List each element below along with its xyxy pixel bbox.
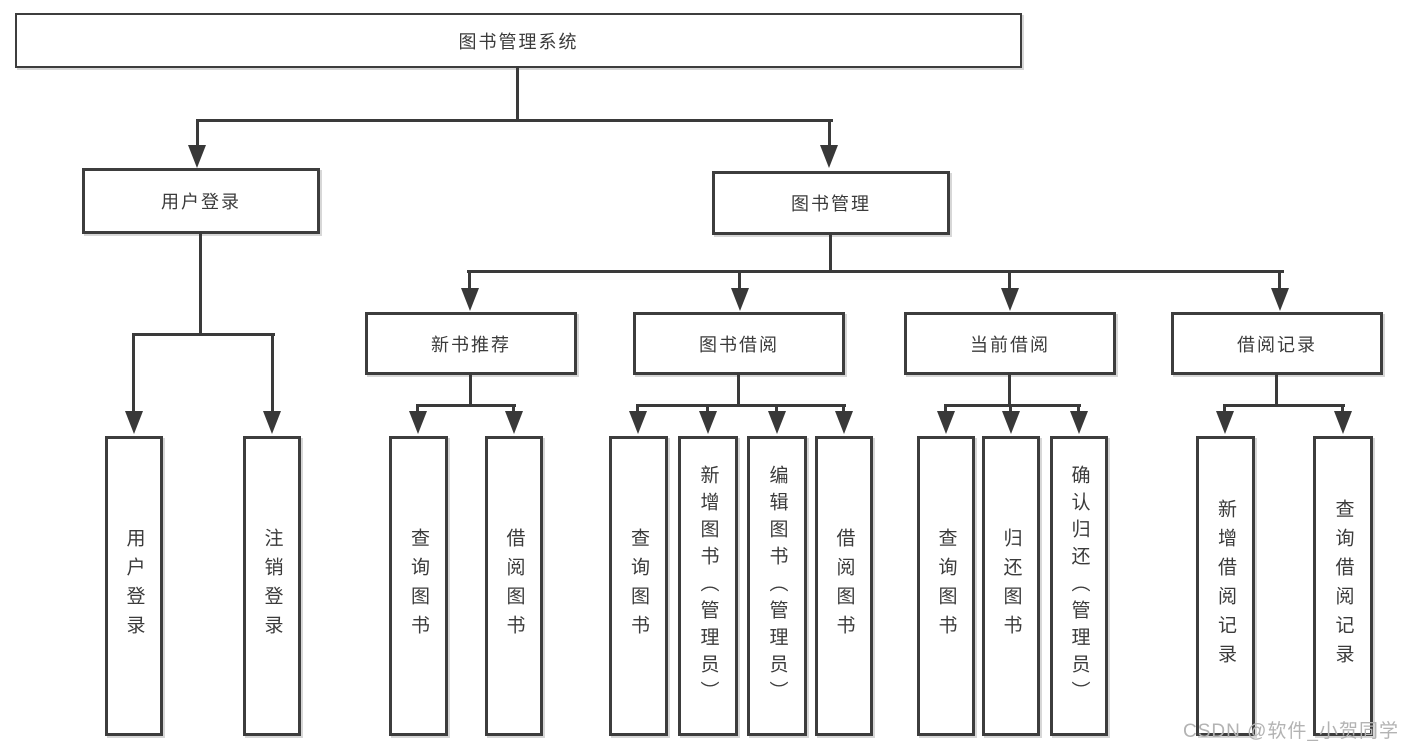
connector-new-books-stem [469,373,472,407]
node-borrow-records-label: 借阅记录 [1237,334,1317,355]
node-book-management: 图书管理 [712,171,950,235]
leaf-records-query-record: 查询借阅记录 [1313,436,1373,736]
arrow-down-icon [1070,411,1088,434]
connector-to-current-borrow-stem [1008,270,1011,290]
csdn-watermark: CSDN @软件_小贺同学 [1183,721,1399,742]
connector-to-book-borrow-stem [738,270,741,290]
connector-current-borrow-stem [1008,373,1011,407]
connector-user-login-stem [199,232,202,336]
connector-leaf-stem [842,404,845,414]
connector-leaf-stem [1341,404,1344,414]
arrow-down-icon [731,288,749,311]
connector-leaf-stem [1009,404,1012,414]
leaf-borrow-edit-books-admin: 编辑图书（管理员） [747,436,807,736]
node-library-management-system: 图书管理系统 [15,13,1022,68]
arrow-down-icon [1001,288,1019,311]
leaf-user-login: 用户登录 [105,436,163,736]
connector-book-mgmt-stem [829,233,832,273]
connector-borrow-records-bus [1223,404,1345,407]
arrow-down-icon [768,411,786,434]
leaf-records-add-record: 新增借阅记录 [1196,436,1255,736]
leaf-borrow-add-books-admin-label: 新增图书（管理员） [697,464,719,708]
connector-to-leaf-user-login-stem [132,333,135,413]
leaf-current-confirm-return-admin-label: 确认归还（管理员） [1068,464,1090,708]
arrow-down-icon [1334,411,1352,434]
arrow-down-icon [461,288,479,311]
leaf-records-add-record-label: 新增借阅记录 [1215,499,1236,673]
connector-book-mgmt-bus [467,270,1284,273]
node-book-management-label: 图书管理 [791,194,871,214]
node-book-borrowing-label: 图书借阅 [699,334,779,355]
connector-user-login-bus [132,333,275,336]
connector-to-new-books-stem [468,270,471,290]
connector-root-to-book-mgmt-stem [828,119,831,147]
leaf-user-login-label: 用户登录 [123,528,145,644]
leaf-records-query-record-label: 查询借阅记录 [1332,499,1354,673]
arrow-down-icon [699,411,717,434]
connector-leaf-stem [944,404,947,414]
connector-leaf-stem [636,404,639,414]
connector-leaf-stem [1077,404,1080,414]
arrow-down-icon [937,411,955,434]
leaf-current-query-books-label: 查询图书 [935,528,957,644]
node-new-book-recommend-label: 新书推荐 [431,334,511,355]
connector-borrow-records-stem [1275,373,1278,407]
leaf-borrow-borrow-books-label: 借阅图书 [833,528,855,644]
node-borrow-records: 借阅记录 [1171,312,1383,375]
node-user-login: 用户登录 [82,168,320,234]
connector-new-books-bus [416,404,516,407]
connector-book-borrow-bus [636,404,846,407]
connector-leaf-stem [775,404,778,414]
connector-book-borrow-stem [737,373,740,407]
connector-leaf-stem [512,404,515,414]
connector-root-bus [196,119,833,122]
node-new-book-recommend: 新书推荐 [365,312,577,375]
connector-to-borrow-records-stem [1278,270,1281,290]
leaf-borrow-query-books-label: 查询图书 [628,528,649,644]
leaf-borrow-edit-books-admin-label: 编辑图书（管理员） [766,464,788,708]
leaf-current-confirm-return-admin: 确认归还（管理员） [1050,436,1108,736]
arrow-down-icon [125,411,143,434]
connector-leaf-stem [1223,404,1226,414]
node-current-borrowing-label: 当前借阅 [970,334,1050,355]
leaf-current-query-books: 查询图书 [917,436,975,736]
node-current-borrowing: 当前借阅 [904,312,1116,375]
connector-root-stem [516,66,519,120]
arrow-down-icon [188,145,206,168]
node-library-management-system-label: 图书管理系统 [458,31,579,52]
leaf-logout-label: 注销登录 [261,528,283,644]
leaf-recommend-borrow-books: 借阅图书 [485,436,543,736]
leaf-logout: 注销登录 [243,436,301,736]
connector-to-leaf-logout-stem [271,333,274,413]
leaf-borrow-borrow-books: 借阅图书 [815,436,873,736]
arrow-down-icon [263,411,281,434]
connector-current-borrow-bus [944,404,1081,407]
leaf-current-return-books: 归还图书 [982,436,1040,736]
node-book-borrowing: 图书借阅 [633,312,845,375]
node-user-login-label: 用户登录 [161,192,241,212]
leaf-recommend-query-books: 查询图书 [389,436,448,736]
leaf-recommend-query-books-label: 查询图书 [408,528,429,644]
arrow-down-icon [505,411,523,434]
connector-leaf-stem [706,404,709,414]
arrow-down-icon [835,411,853,434]
arrow-down-icon [409,411,427,434]
arrow-down-icon [1216,411,1234,434]
leaf-recommend-borrow-books-label: 借阅图书 [503,528,525,644]
leaf-borrow-query-books: 查询图书 [609,436,668,736]
arrow-down-icon [629,411,647,434]
connector-root-to-user-login-stem [196,119,199,147]
arrow-down-icon [820,145,838,168]
arrow-down-icon [1271,288,1289,311]
connector-leaf-stem [416,404,419,414]
arrow-down-icon [1002,411,1020,434]
leaf-current-return-books-label: 归还图书 [1000,528,1022,644]
leaf-borrow-add-books-admin: 新增图书（管理员） [678,436,738,736]
